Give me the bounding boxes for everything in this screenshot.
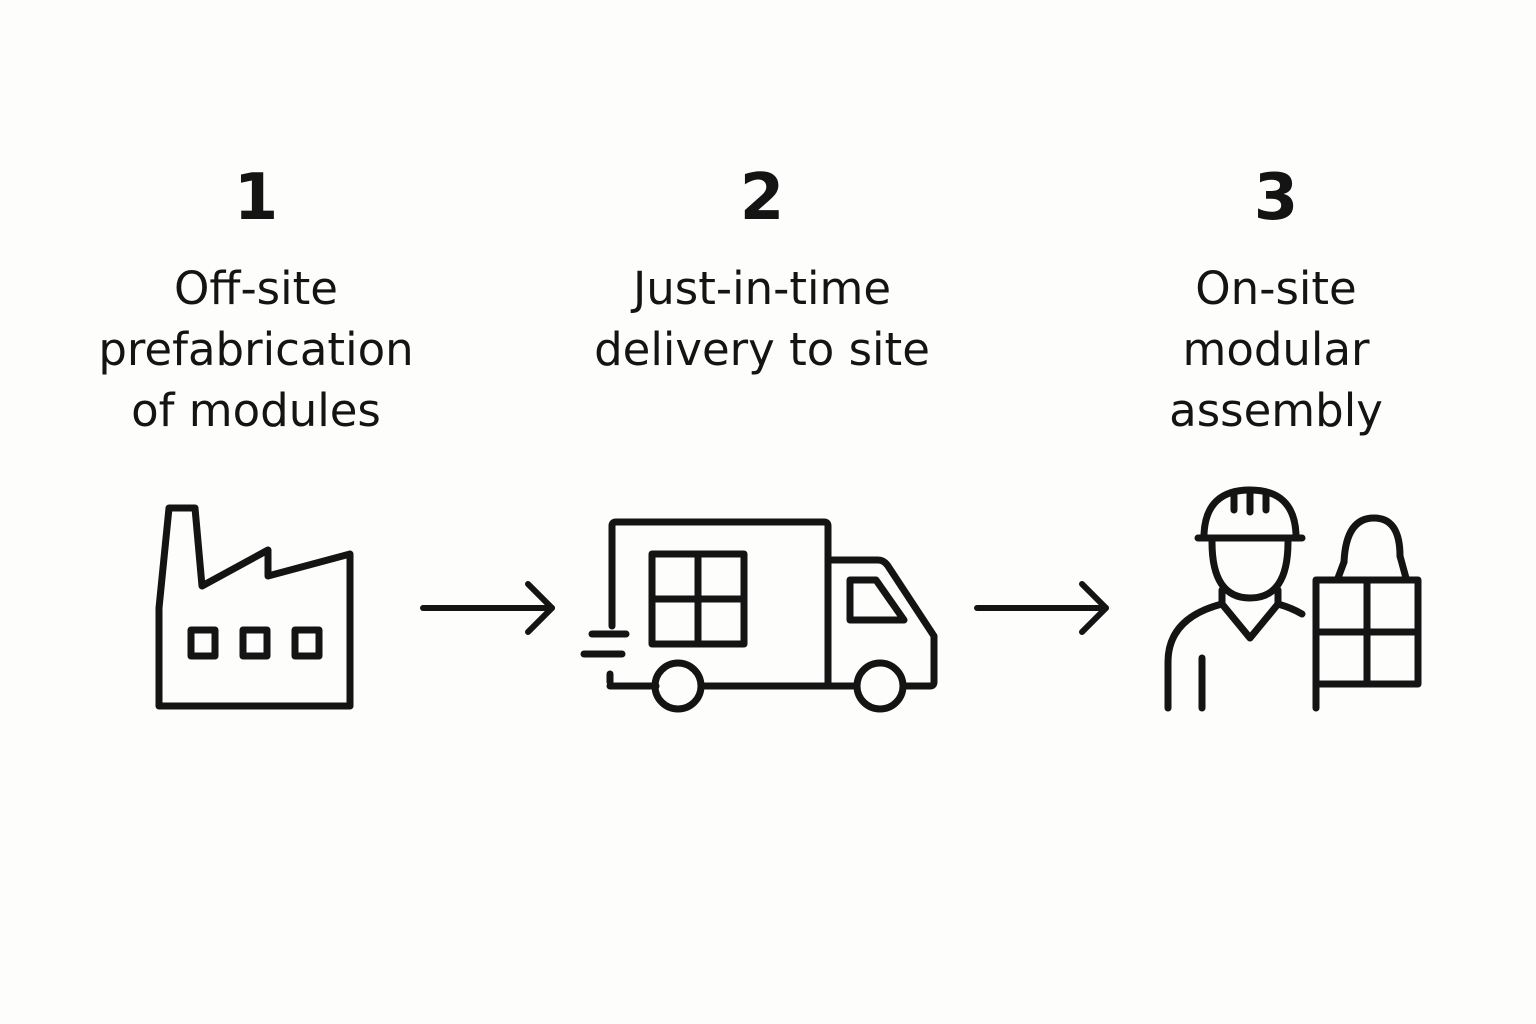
step-number: 3 [1253, 161, 1299, 235]
step-label: Off-site prefabrication of modules [36, 258, 476, 441]
step-label-line: On-site [1195, 262, 1357, 315]
step-label-line: modular [1182, 323, 1370, 376]
step-1: 1 Off-site prefabrication of modules [36, 160, 476, 441]
step-label-line: Just-in-time [632, 262, 892, 315]
step-number: 1 [233, 161, 279, 235]
step-number: 2 [739, 161, 785, 235]
step-label: On-site modular assembly [1056, 258, 1496, 441]
step-label-line: assembly [1169, 384, 1383, 437]
step-label-line: of modules [131, 384, 381, 437]
step-label: Just-in-time delivery to site [542, 258, 982, 380]
step-3: 3 On-site modular assembly [1056, 160, 1496, 441]
delivery-truck-icon [576, 514, 942, 724]
arrow-right-icon [972, 578, 1114, 642]
step-label-line: prefabrication [98, 323, 414, 376]
step-label-line: Off-site [174, 262, 338, 315]
arrow-right-icon [418, 578, 560, 642]
step-2: 2 Just-in-time delivery to site [542, 160, 982, 380]
factory-icon [150, 498, 366, 718]
step-label-line: delivery to site [594, 323, 930, 376]
construction-worker-icon [1160, 482, 1432, 718]
